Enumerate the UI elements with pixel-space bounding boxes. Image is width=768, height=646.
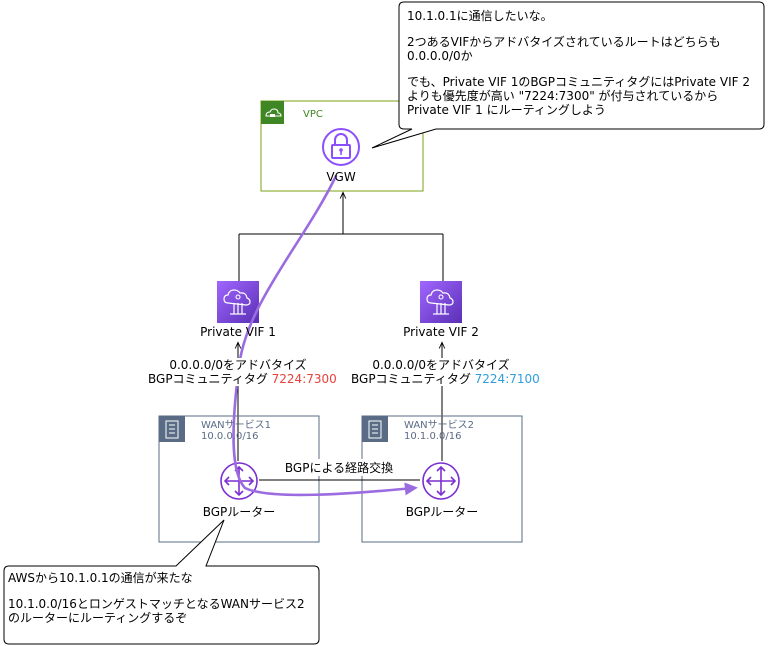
vif1-advertise-text: 0.0.0.0/0をアドバタイズ (169, 358, 307, 372)
router1-label: BGPルーター (202, 505, 276, 519)
router-arrows-icon (422, 462, 460, 500)
vif2-advertise-text: 0.0.0.0/0をアドバタイズ (372, 358, 510, 372)
wan-service-2-box (361, 415, 523, 543)
office-building-icon (159, 416, 185, 442)
callout-bottom-line-2: 10.1.0.0/16とロンゲストマッチとなるWANサービス2のルーターにルーテ… (8, 597, 305, 625)
callout-bottom-bubble (3, 519, 320, 645)
cloud-direct-connect-icon (217, 281, 259, 323)
vif2-community-prefix: BGPコミュニティタグ (351, 372, 475, 386)
wan1-cidr: 10.0.0.0/16 (201, 431, 259, 442)
vif2-advertise-block: 0.0.0.0/0をアドバタイズ BGPコミュニティタグ 7224:7100 (351, 358, 540, 386)
wan2-cidr: 10.1.0.0/16 (404, 431, 462, 442)
vif1-community: BGPコミュニティタグ 7224:7300 (148, 372, 337, 386)
wan-service-1-box (158, 415, 320, 543)
padlock-icon (322, 128, 360, 166)
cloud-lock-icon (261, 101, 284, 124)
router2-label: BGPルーター (405, 505, 479, 519)
callout-top-line-2: 2つあるVIFからアドバタイズされているルートはどちらも0.0.0.0/0か (407, 35, 721, 63)
callout-top-bubble (371, 1, 765, 149)
wan1-name: WANサービス1 (201, 420, 272, 431)
wan2-title: WANサービス2 10.1.0.0/16 (404, 420, 474, 442)
vgw-vif-connector (238, 193, 444, 281)
vgw-label: VGW (326, 170, 356, 184)
vif1-label: Private VIF 1 (200, 325, 276, 339)
vif2-label: Private VIF 2 (403, 325, 479, 339)
callout-top-text: 10.1.0.1に通信したいな。 2つあるVIFからアドバタイズされているルート… (407, 9, 759, 117)
traffic-path (232, 174, 418, 497)
callout-bottom-text: AWSから10.1.0.1の通信が来たな 10.1.0.0/16とロンゲストマッ… (8, 571, 316, 625)
callout-top-line-3: でも、Private VIF 1のBGPコミュニティタグにはPrivate VI… (407, 75, 750, 117)
vif2-community: BGPコミュニティタグ 7224:7100 (351, 372, 540, 386)
wan1-title: WANサービス1 10.0.0.0/16 (201, 420, 271, 442)
vif2-community-value: 7224:7100 (474, 372, 540, 386)
vif1-community-value: 7224:7300 (271, 372, 337, 386)
bgp-exchange-label: BGPによる経路交換 (284, 459, 394, 476)
callout-top-line-1: 10.1.0.1に通信したいな。 (407, 9, 553, 23)
cloud-direct-connect-icon (420, 281, 462, 323)
vif1-advertise-block: 0.0.0.0/0をアドバタイズ BGPコミュニティタグ 7224:7300 (148, 358, 337, 386)
callout-bottom-line-1: AWSから10.1.0.1の通信が来たな (8, 571, 193, 585)
wan2-name: WANサービス2 (404, 420, 475, 431)
vif1-community-prefix: BGPコミュニティタグ (148, 372, 272, 386)
vpc-box (260, 100, 424, 192)
vpc-title: VPC (303, 109, 323, 120)
office-building-icon (362, 416, 388, 442)
